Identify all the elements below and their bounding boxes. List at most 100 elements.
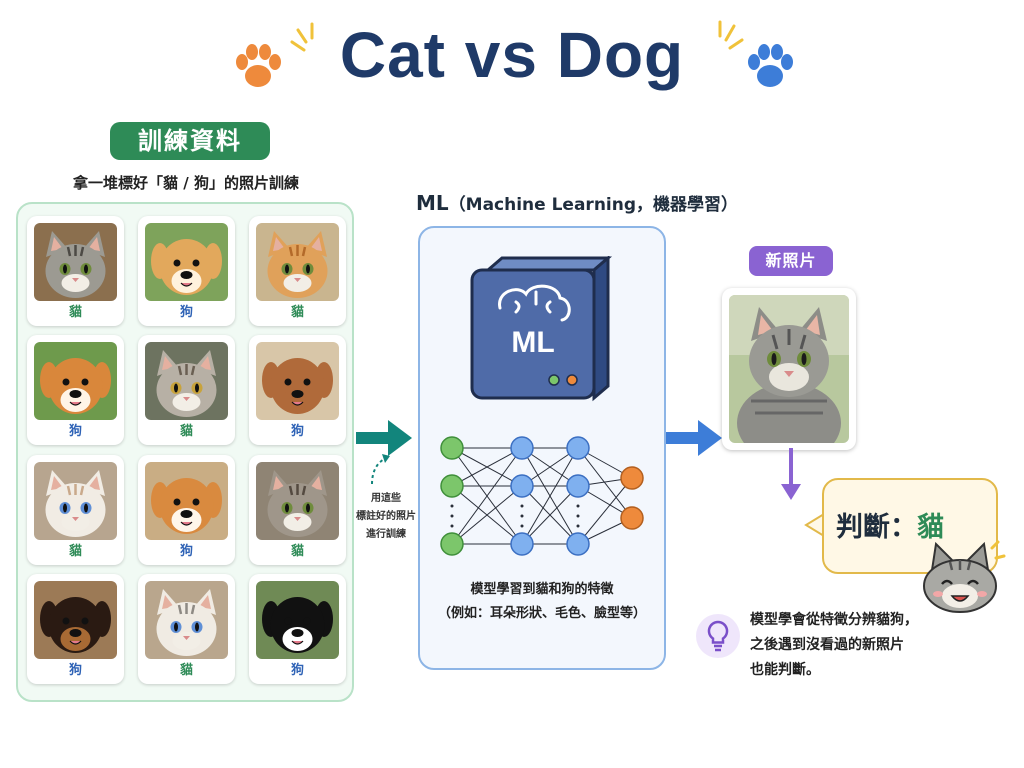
nn-hidden-node xyxy=(510,532,534,556)
neural-network-diagram xyxy=(440,436,644,556)
right-arrow-icon xyxy=(666,420,722,456)
nn-input-node xyxy=(440,532,464,556)
dog-photo xyxy=(34,342,117,420)
nn-output-node xyxy=(620,466,644,490)
nn-ellipsis-dot xyxy=(520,514,524,518)
nn-connection xyxy=(451,447,523,487)
nn-hidden-node xyxy=(566,532,590,556)
new-photo-badge: 新照片 xyxy=(749,246,833,276)
nn-connection xyxy=(577,447,633,519)
result-prefix: 判斷： xyxy=(836,512,917,543)
card-label: 貓 xyxy=(68,544,82,559)
card-label: 狗 xyxy=(290,424,304,439)
nn-ellipsis-dot xyxy=(450,504,454,508)
nn-hidden-node xyxy=(566,474,590,498)
summary-note-line: 模型學會從特徵分辨貓狗， xyxy=(750,612,918,628)
card-label: 狗 xyxy=(179,305,193,320)
dog-training-card: 狗 xyxy=(27,335,124,445)
blue-paw-icon xyxy=(748,44,793,87)
ml-heading-abbr: ML xyxy=(416,191,449,215)
dog-photo xyxy=(256,342,339,420)
dog-training-card: 狗 xyxy=(249,335,346,445)
sparkle-left-icon xyxy=(290,22,314,52)
cat-photo xyxy=(145,581,228,659)
dog-photo xyxy=(34,581,117,659)
dog-training-card: 狗 xyxy=(249,574,346,684)
sparkle-right-icon xyxy=(718,20,744,50)
dog-photo xyxy=(145,223,228,301)
nn-ellipsis-dot xyxy=(520,504,524,508)
ml-caption: 模型學習到貓和狗的特徵 （例如：耳朵形狀、毛色、臉型等） xyxy=(418,578,666,626)
card-label: 貓 xyxy=(179,663,193,678)
right-arrow-icon xyxy=(356,420,412,456)
lightbulb-icon xyxy=(696,614,740,658)
nn-ellipsis-dot xyxy=(576,514,580,518)
dog-photo xyxy=(145,462,228,540)
nn-hidden-node xyxy=(510,436,534,460)
cat-training-card: 貓 xyxy=(138,335,235,445)
cat-face-icon xyxy=(923,540,1006,613)
summary-note-line: 也能判斷。 xyxy=(750,662,820,678)
training-note-line: 進行訓練 xyxy=(366,529,406,540)
dog-photo xyxy=(256,581,339,659)
cat-photo xyxy=(256,462,339,540)
ml-server-box: ML xyxy=(470,256,613,402)
training-data-badge: 訓練資料 xyxy=(110,122,270,160)
nn-connection xyxy=(521,447,579,545)
summary-note: 模型學會從特徵分辨貓狗， 之後遇到沒看過的新照片 也能判斷。 xyxy=(750,608,990,683)
training-note-line: 用這些 xyxy=(371,493,401,504)
dog-training-card: 狗 xyxy=(27,574,124,684)
card-label: 狗 xyxy=(290,663,304,678)
dashed-arrow-icon xyxy=(371,454,390,485)
ml-caption-line: （例如：耳朵形狀、毛色、臉型等） xyxy=(437,606,646,621)
cat-training-card: 貓 xyxy=(27,216,124,326)
ml-chip-label: ML xyxy=(511,326,554,359)
nn-ellipsis-dot xyxy=(576,524,580,528)
cat-photo xyxy=(256,223,339,301)
result-answer: 貓 xyxy=(917,512,944,543)
card-label: 狗 xyxy=(68,663,82,678)
training-note-line: 標註好的照片 xyxy=(356,511,416,522)
card-label: 貓 xyxy=(290,544,304,559)
nn-input-node xyxy=(440,436,464,460)
dog-training-card: 狗 xyxy=(138,216,235,326)
ml-caption-line: 模型學習到貓和狗的特徵 xyxy=(470,582,614,597)
training-subtitle: 拿一堆標好「貓 / 狗」的照片訓練 xyxy=(73,174,299,192)
cat-photo xyxy=(34,223,117,301)
card-label: 狗 xyxy=(68,424,82,439)
nn-connection xyxy=(521,485,579,545)
nn-output-node xyxy=(620,506,644,530)
down-arrow-icon xyxy=(781,448,801,500)
nn-connection xyxy=(451,447,523,545)
nn-ellipsis-dot xyxy=(450,514,454,518)
cat-training-card: 貓 xyxy=(27,455,124,565)
nn-ellipsis-dot xyxy=(520,524,524,528)
ml-heading-full: （Machine Learning，機器學習） xyxy=(448,195,739,215)
nn-connection xyxy=(577,477,633,545)
result-text: 判斷：貓 xyxy=(836,505,986,544)
nn-ellipsis-dot xyxy=(576,504,580,508)
cat-training-card: 貓 xyxy=(249,455,346,565)
cat-photo xyxy=(145,342,228,420)
card-label: 貓 xyxy=(179,424,193,439)
ml-heading: ML（Machine Learning，機器學習） xyxy=(416,190,746,215)
dog-training-card: 狗 xyxy=(138,455,235,565)
orange-paw-icon xyxy=(236,44,281,87)
new-cat-photo xyxy=(729,295,849,443)
nn-input-node xyxy=(440,474,464,498)
page-title: Cat vs Dog xyxy=(339,19,685,91)
cat-photo xyxy=(34,462,117,540)
training-note: 用這些 標註好的照片 進行訓練 xyxy=(350,490,422,544)
nn-ellipsis-dot xyxy=(450,524,454,528)
brain-icon xyxy=(498,284,571,322)
cat-training-card: 貓 xyxy=(138,574,235,684)
nn-connection xyxy=(451,485,523,545)
card-label: 貓 xyxy=(290,305,304,320)
card-label: 狗 xyxy=(179,544,193,559)
new-photo-card xyxy=(722,288,856,450)
nn-hidden-node xyxy=(566,436,590,460)
card-label: 貓 xyxy=(68,305,82,320)
nn-hidden-node xyxy=(510,474,534,498)
cat-training-card: 貓 xyxy=(249,216,346,326)
summary-note-line: 之後遇到沒看過的新照片 xyxy=(750,637,904,653)
